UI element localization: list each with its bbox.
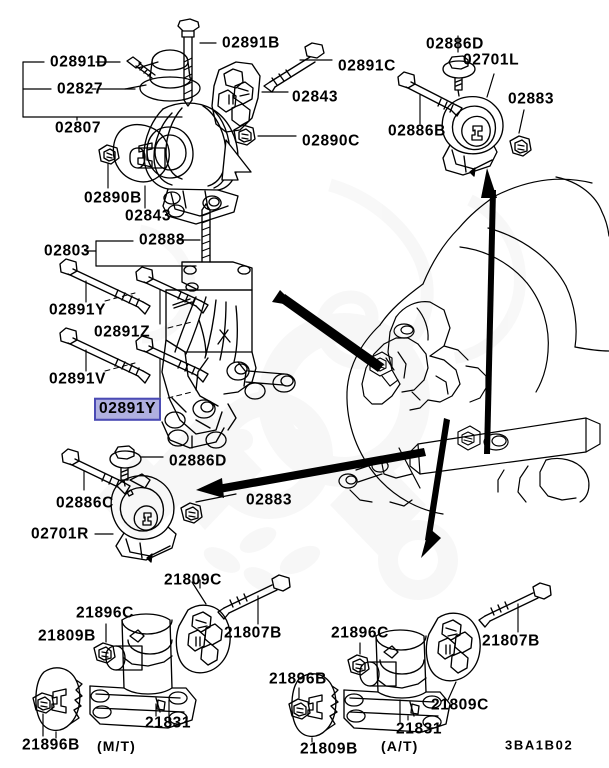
part-21809b-plate-at xyxy=(291,673,339,743)
middle-bracket-assembly xyxy=(59,203,296,449)
part-label-02843-upper: 02843 xyxy=(292,88,339,106)
part-02807-mount-body xyxy=(129,102,252,225)
part-label-21896b-at: 21896B xyxy=(269,670,327,688)
part-21831-mount-mt xyxy=(89,613,197,729)
part-21896c-nut-mt xyxy=(93,623,116,664)
part-02891c-bolt xyxy=(263,42,333,93)
part-02891b-bolt xyxy=(177,18,200,107)
part-label-21809c-mt: 21809C xyxy=(164,571,222,589)
part-label-21809b-at: 21809B xyxy=(300,740,358,758)
part-02891d-stud xyxy=(126,56,156,79)
part-label-21896c-mt: 21896C xyxy=(76,604,134,622)
part-label-02803: 02803 xyxy=(44,242,91,260)
part-02890c-nut xyxy=(233,124,297,146)
part-21831-mount-at xyxy=(343,629,451,733)
part-21807b-bolt-at xyxy=(478,582,552,633)
part-21807b-bolt-mt xyxy=(217,574,291,625)
part-label-02891z: 02891Z xyxy=(94,323,151,341)
part-label-02891b: 02891B xyxy=(222,34,280,52)
part-label-02886b: 02886B xyxy=(388,122,446,140)
part-21809c-bracket-at xyxy=(425,612,481,701)
part-label-21896b-mt: 21896B xyxy=(22,736,80,754)
part-label-02891y-upper: 02891Y xyxy=(49,301,107,319)
part-02886d-bolt-top xyxy=(442,35,476,97)
part-label-02843-lower: 02843 xyxy=(125,207,172,225)
part-label-02890b: 02890B xyxy=(84,189,142,207)
top-right-mount-assembly xyxy=(397,35,532,177)
part-label-02891v: 02891V xyxy=(49,370,107,388)
part-02888-bracket-body xyxy=(161,261,296,449)
part-label-02807: 02807 xyxy=(55,119,102,137)
part-label-02886c: 02886C xyxy=(56,494,114,512)
part-label-21807b-at: 21807B xyxy=(482,632,540,650)
top-mount-assembly xyxy=(22,18,333,225)
lower-left-mount-assembly xyxy=(61,445,237,563)
part-label-02886d-lower: 02886D xyxy=(169,452,227,470)
part-21896b-nut-mt xyxy=(32,692,55,737)
part-label-21831-mt: 21831 xyxy=(145,714,192,732)
part-02890b-nut xyxy=(98,144,120,189)
part-02891v-bolt xyxy=(59,327,151,384)
part-label-02827: 02827 xyxy=(57,80,104,98)
part-label-02888: 02888 xyxy=(139,231,186,249)
part-label-21896c-at: 21896C xyxy=(331,624,389,642)
part-label-02701l: 02701L xyxy=(463,51,520,69)
part-label-02891d: 02891D xyxy=(50,53,108,71)
part-21896c-nut-at xyxy=(347,642,370,676)
callout-arrows xyxy=(196,168,497,558)
part-label-21831-at: 21831 xyxy=(396,720,443,738)
part-02888-stud xyxy=(201,203,211,263)
part-02843-plate-left xyxy=(112,123,170,209)
diagram-sheet-code: 3BA1B02 xyxy=(505,737,574,753)
part-label-21807b-mt: 21807B xyxy=(224,624,282,642)
part-label-02701r: 02701R xyxy=(31,525,89,543)
subframe-bolt-cluster-right xyxy=(457,425,481,451)
part-21809c-bracket-mt xyxy=(175,581,231,674)
vehicle-context-drawing xyxy=(196,168,609,558)
part-02701l-mount xyxy=(441,73,504,177)
part-02883-nut-lower xyxy=(180,493,237,524)
part-02843-bracket-right xyxy=(211,61,289,133)
part-02803-bolt xyxy=(59,258,151,315)
part-label-02886d-top: 02886D xyxy=(426,35,484,53)
part-label-02891y-highlighted[interactable]: 02891Y xyxy=(94,397,162,421)
part-label-21809b-mt: 21809B xyxy=(38,627,96,645)
part-02886b-bolt xyxy=(397,71,463,125)
part-label-02883-top: 02883 xyxy=(508,90,555,108)
part-02701r-mount xyxy=(94,473,177,563)
mt-mount-assembly xyxy=(32,574,291,739)
part-label-02890c: 02890C xyxy=(302,132,360,150)
part-02886c-bolt xyxy=(61,448,131,495)
part-02883-nut-top xyxy=(509,109,532,157)
part-label-02883-lower: 02883 xyxy=(246,491,293,509)
part-label-21809c-at: 21809C xyxy=(431,696,489,714)
at-mount-assembly xyxy=(288,582,552,743)
part-21896b-nut-at xyxy=(288,687,311,720)
transmission-type-label-mt: (M/T) xyxy=(97,738,136,754)
transmission-type-label-at: (A/T) xyxy=(381,738,419,754)
part-21809b-plate-mt xyxy=(35,667,83,739)
label-leader-lines xyxy=(168,579,201,724)
part-label-02891c: 02891C xyxy=(338,57,396,75)
part-02891z-bolt xyxy=(135,266,209,325)
